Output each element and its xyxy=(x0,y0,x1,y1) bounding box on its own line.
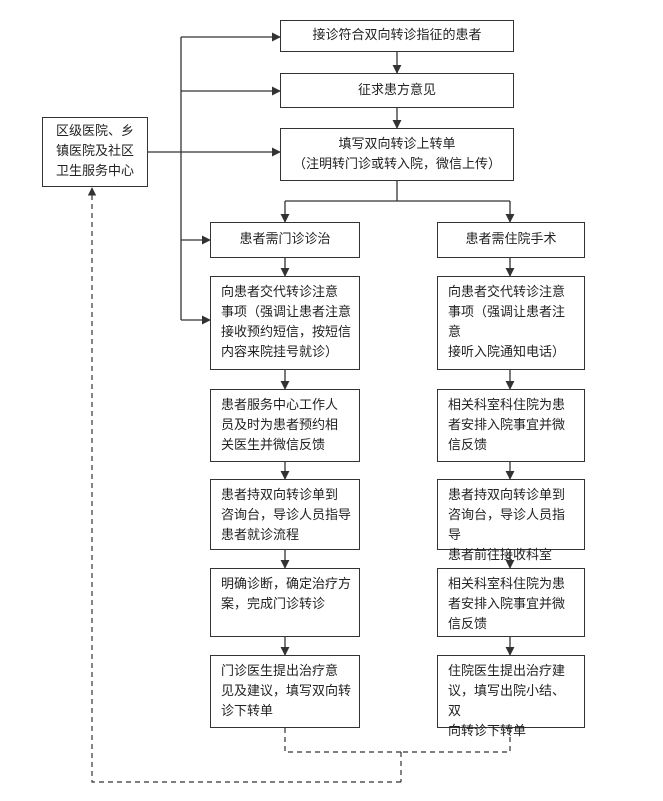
step-receive-patient-text: 接诊符合双向转诊指征的患者 xyxy=(312,28,482,43)
left-step-5-line-1: 门诊医生提出治疗意 xyxy=(221,664,339,679)
right-step-4-line-2: 者安排入院事宜并微 xyxy=(448,597,566,612)
left-step-3: 患者持双向转诊单到 咨询台，导诊人员指导 患者就诊流程 xyxy=(210,479,360,550)
source-institution-box: 区级医院、乡 镇医院及社区 卫生服务中心 xyxy=(42,117,148,187)
source-line-1: 区级医院、乡 xyxy=(55,124,134,139)
left-branch-header: 患者需门诊诊治 xyxy=(210,222,360,258)
step-fill-upward-form-line-2: （注明转门诊或转入院，微信上传） xyxy=(292,156,501,172)
left-step-4: 明确诊断，确定治疗方 案，完成门诊转诊 xyxy=(210,568,360,637)
left-step-1-line-1: 向患者交代转诊注意 xyxy=(221,285,339,300)
source-line-2: 镇医院及社区 xyxy=(55,144,134,159)
return-left-branch xyxy=(284,728,401,753)
left-step-4-line-1: 明确诊断，确定治疗方 xyxy=(221,577,352,592)
left-step-3-line-2: 咨询台，导诊人员指导 xyxy=(221,508,352,523)
left-step-3-line-3: 患者就诊流程 xyxy=(221,528,300,543)
right-branch-header-text: 患者需住院手术 xyxy=(465,232,557,247)
left-step-4-line-2: 案，完成门诊转诊 xyxy=(221,597,326,612)
right-step-3: 患者持双向转诊单到 咨询台，导诊人员指导 患者前往接收科室 xyxy=(437,479,585,563)
left-step-1-line-4: 内容来院挂号就诊） xyxy=(221,345,339,360)
return-to-source xyxy=(87,187,401,783)
right-step-5-line-3: 向转诊下转单 xyxy=(448,724,527,739)
left-step-1: 向患者交代转诊注意 事项（强调让患者注意 接收预约短信，按短信 内容来院挂号就诊… xyxy=(210,276,360,370)
right-step-1-line-2: 事项（强调让患者注意 xyxy=(448,305,566,340)
right-step-3-line-1: 患者持双向转诊单到 xyxy=(448,488,566,503)
step-fill-upward-form: 填写双向转诊上转单 （注明转门诊或转入院，微信上传） xyxy=(280,128,514,181)
left-step-1-line-2: 事项（强调让患者注意 xyxy=(221,305,352,320)
right-step-5-line-1: 住院医生提出治疗建 xyxy=(448,664,566,679)
left-step-2: 患者服务中心工作人 员及时为患者预约相 关医生并微信反馈 xyxy=(210,389,360,462)
left-step-5-line-3: 诊下转单 xyxy=(221,704,274,719)
right-step-4-line-1: 相关科室科住院为患 xyxy=(448,577,566,592)
right-step-3-line-3: 患者前往接收科室 xyxy=(448,548,553,563)
right-step-2: 相关科室科住院为患 者安排入院事宜并微 信反馈 xyxy=(437,389,585,462)
right-step-2-line-3: 信反馈 xyxy=(448,438,488,453)
right-step-4-line-3: 信反馈 xyxy=(448,617,488,632)
right-step-2-line-1: 相关科室科住院为患 xyxy=(448,398,566,413)
left-step-3-line-1: 患者持双向转诊单到 xyxy=(221,488,339,503)
right-step-1: 向患者交代转诊注意 事项（强调让患者注意 接听入院通知电话） xyxy=(437,276,585,370)
step-receive-patient: 接诊符合双向转诊指征的患者 xyxy=(280,20,514,52)
left-step-2-line-1: 患者服务中心工作人 xyxy=(221,398,339,413)
right-step-1-line-1: 向患者交代转诊注意 xyxy=(448,285,566,300)
right-step-4: 相关科室科住院为患 者安排入院事宜并微 信反馈 xyxy=(437,568,585,637)
left-step-2-line-3: 关医生并微信反馈 xyxy=(221,438,326,453)
left-step-2-line-2: 员及时为患者预约相 xyxy=(221,418,339,433)
right-branch-header: 患者需住院手术 xyxy=(437,222,585,258)
left-step-5-line-2: 见及建议，填写双向转 xyxy=(221,684,352,699)
step-seek-consent: 征求患方意见 xyxy=(280,73,514,108)
left-step-5: 门诊医生提出治疗意 见及建议，填写双向转 诊下转单 xyxy=(210,655,360,728)
right-step-1-line-3: 接听入院通知电话） xyxy=(448,345,566,360)
step-fill-upward-form-line-1: 填写双向转诊上转单 xyxy=(338,136,456,152)
source-line-3: 卫生服务中心 xyxy=(55,164,134,179)
right-step-5-line-2: 议，填写出院小结、双 xyxy=(448,684,566,719)
left-step-1-line-3: 接收预约短信，按短信 xyxy=(221,325,352,340)
right-step-5: 住院医生提出治疗建 议，填写出院小结、双 向转诊下转单 xyxy=(437,655,585,739)
right-step-3-line-2: 咨询台，导诊人员指导 xyxy=(448,508,566,543)
left-branch-header-text: 患者需门诊诊治 xyxy=(239,232,331,247)
right-step-2-line-2: 者安排入院事宜并微 xyxy=(448,418,566,433)
step-seek-consent-text: 征求患方意见 xyxy=(357,82,436,98)
